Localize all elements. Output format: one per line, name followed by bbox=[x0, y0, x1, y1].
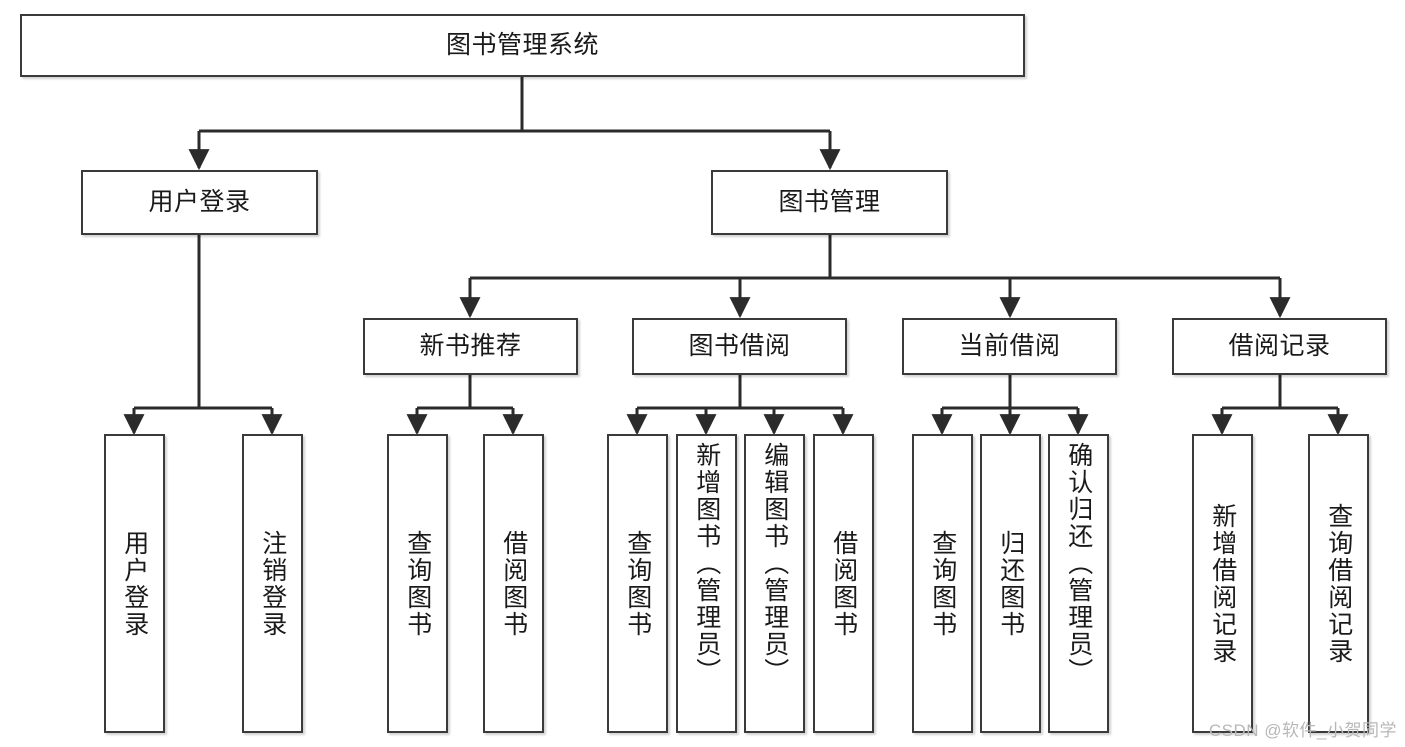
node-current-borrow[interactable]: 当前借阅 bbox=[902, 318, 1117, 375]
node-label: 借阅图书 bbox=[499, 529, 528, 638]
leaf-confirm-return[interactable]: 确认归还（管理员） bbox=[1048, 434, 1109, 733]
node-label: 图书管理系统 bbox=[445, 30, 599, 59]
leaf-query-book-borrow[interactable]: 查询图书 bbox=[607, 434, 668, 733]
leaf-edit-book[interactable]: 编辑图书（管理员） bbox=[744, 434, 805, 733]
node-label: 用户登录 bbox=[120, 529, 149, 638]
node-label: 查询图书 bbox=[403, 529, 432, 638]
node-user-login[interactable]: 用户登录 bbox=[81, 170, 318, 235]
leaf-borrow-book[interactable]: 借阅图书 bbox=[813, 434, 874, 733]
csdn-watermark: CSDN @软件_小贺同学 bbox=[1208, 721, 1397, 740]
node-label: 查询借阅记录 bbox=[1324, 502, 1353, 665]
node-label: 图书借阅 bbox=[688, 331, 791, 360]
node-root-book-management-system[interactable]: 图书管理系统 bbox=[20, 14, 1025, 77]
node-label: 新增借阅记录 bbox=[1208, 502, 1237, 665]
node-label: 图书管理 bbox=[778, 187, 881, 216]
node-book-manage[interactable]: 图书管理 bbox=[711, 170, 948, 235]
node-label: 编辑图书（管理员） bbox=[760, 442, 789, 685]
node-book-borrow[interactable]: 图书借阅 bbox=[632, 318, 847, 375]
leaf-add-borrow-record[interactable]: 新增借阅记录 bbox=[1192, 434, 1253, 733]
leaf-return-book[interactable]: 归还图书 bbox=[980, 434, 1041, 733]
node-label: 借阅记录 bbox=[1228, 331, 1331, 360]
node-label: 注销登录 bbox=[258, 529, 287, 638]
leaf-query-book-current[interactable]: 查询图书 bbox=[912, 434, 973, 733]
node-label: 新增图书（管理员） bbox=[692, 442, 721, 685]
leaf-query-borrow-record[interactable]: 查询借阅记录 bbox=[1308, 434, 1369, 733]
leaf-user-logout[interactable]: 注销登录 bbox=[242, 434, 303, 733]
leaf-query-book-recommend[interactable]: 查询图书 bbox=[387, 434, 448, 733]
node-borrow-record[interactable]: 借阅记录 bbox=[1172, 318, 1387, 375]
leaf-user-login[interactable]: 用户登录 bbox=[104, 434, 165, 733]
node-label: 用户登录 bbox=[148, 187, 251, 216]
node-label: 查询图书 bbox=[928, 529, 957, 638]
node-label: 确认归还（管理员） bbox=[1064, 442, 1093, 685]
node-label: 借阅图书 bbox=[829, 529, 858, 638]
leaf-add-book[interactable]: 新增图书（管理员） bbox=[676, 434, 737, 733]
node-label: 当前借阅 bbox=[958, 331, 1061, 360]
node-label: 归还图书 bbox=[996, 529, 1025, 638]
node-new-book-recommend[interactable]: 新书推荐 bbox=[363, 318, 578, 375]
node-label: 新书推荐 bbox=[419, 331, 522, 360]
node-label: 查询图书 bbox=[623, 529, 652, 638]
leaf-borrow-book-recommend[interactable]: 借阅图书 bbox=[483, 434, 544, 733]
